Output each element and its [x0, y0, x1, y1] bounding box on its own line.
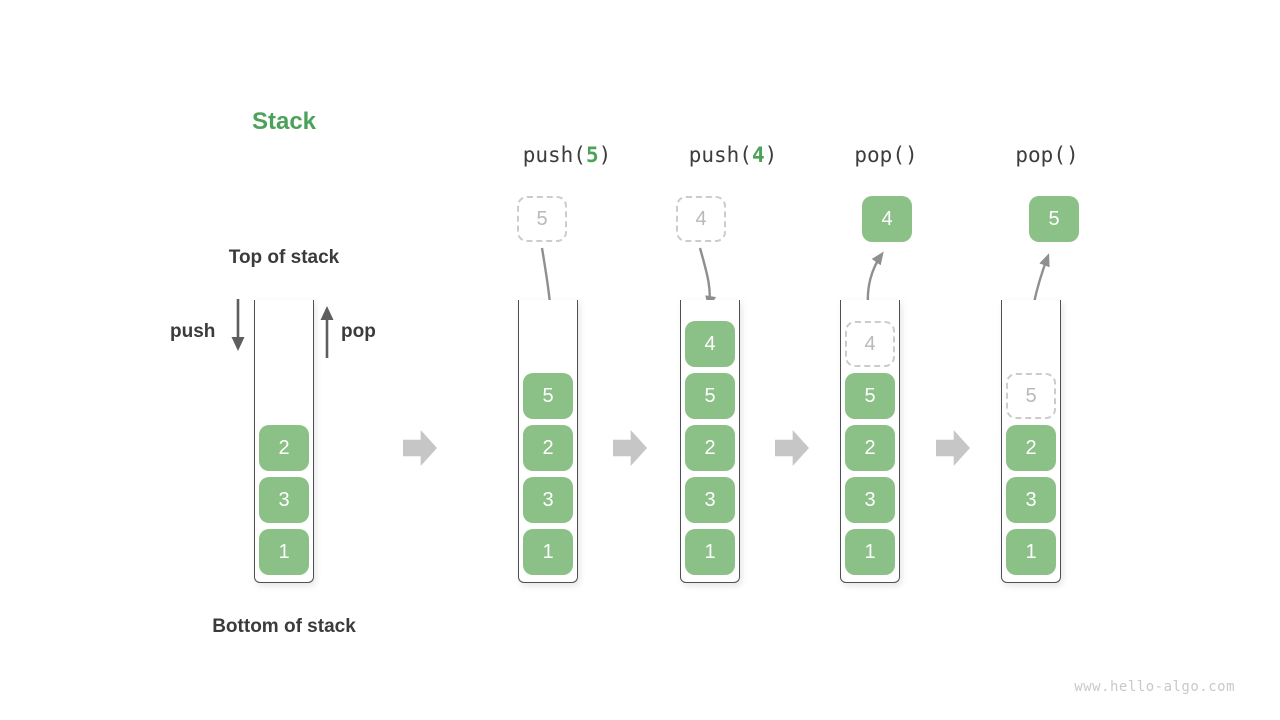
stack-block: 3 [1006, 477, 1056, 523]
stage-transition-arrow [403, 430, 437, 466]
removed-block-placeholder: 5 [1006, 373, 1056, 419]
stack-block: 1 [845, 529, 895, 575]
stack-block: 1 [259, 529, 309, 575]
pop-arrow-label: pop [341, 321, 376, 342]
removed-block-placeholder: 4 [845, 321, 895, 367]
stack-block: 1 [1006, 529, 1056, 575]
watermark: www.hello-algo.com [1074, 679, 1235, 695]
stack-container: 2 3 1 [254, 300, 314, 583]
stack-container: 4 5 2 3 1 [840, 300, 900, 583]
operation-text: push( [522, 143, 586, 167]
stack-block: 5 [685, 373, 735, 419]
stack-block: 2 [259, 425, 309, 471]
operation-argument: 4 [751, 143, 765, 167]
stack-container: 5 2 3 1 [518, 300, 578, 583]
operation-label: pop() [1015, 143, 1078, 167]
stage-transition-arrow [936, 430, 970, 466]
stack-container: 4 5 2 3 1 [680, 300, 740, 583]
operation-label: pop() [854, 143, 917, 167]
operation-text: ) [764, 143, 778, 167]
top-of-stack-caption: Top of stack [228, 247, 340, 268]
operation-label: push(5) [523, 143, 612, 167]
stack-block: 4 [685, 321, 735, 367]
operation-label: push(4) [689, 143, 778, 167]
diagram-title: Stack [251, 108, 317, 135]
operation-text: pop() [854, 143, 918, 167]
operation-text: pop() [1015, 143, 1079, 167]
stack-block: 3 [523, 477, 573, 523]
stage-transition-arrow [613, 430, 647, 466]
stack-block: 2 [1006, 425, 1056, 471]
operation-text: ) [598, 143, 612, 167]
pending-push-box: 5 [517, 196, 567, 242]
stack-block: 2 [523, 425, 573, 471]
push-4-motion-arrow [698, 247, 717, 309]
stack-block: 3 [845, 477, 895, 523]
stage-transition-arrow [775, 430, 809, 466]
pending-push-box: 4 [676, 196, 726, 242]
popped-box: 5 [1029, 196, 1079, 242]
stack-block: 5 [845, 373, 895, 419]
stack-block: 3 [685, 477, 735, 523]
stack-block: 3 [259, 477, 309, 523]
operation-argument: 5 [585, 143, 599, 167]
operation-text: push( [688, 143, 752, 167]
stack-block: 2 [845, 425, 895, 471]
stack-block: 2 [685, 425, 735, 471]
stack-block: 5 [523, 373, 573, 419]
stack-block: 1 [685, 529, 735, 575]
stack-block: 1 [523, 529, 573, 575]
stack-container: 5 2 3 1 [1001, 300, 1061, 583]
bottom-of-stack-caption: Bottom of stack [212, 616, 356, 637]
popped-box: 4 [862, 196, 912, 242]
push-arrow-label: push [170, 321, 216, 342]
